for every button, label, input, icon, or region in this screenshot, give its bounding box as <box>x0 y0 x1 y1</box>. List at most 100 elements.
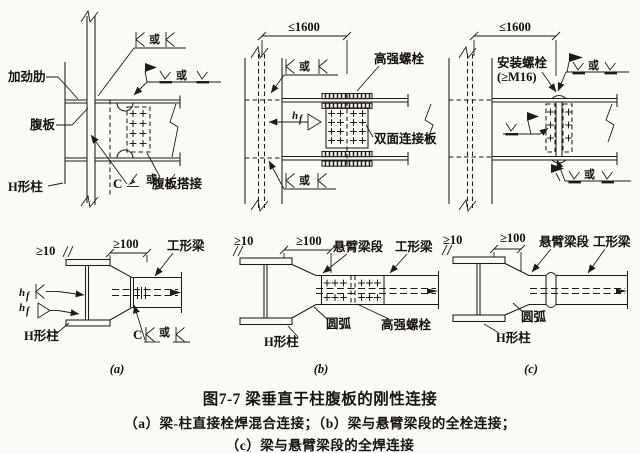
web-lap-label: 腹板搭接 <box>152 176 203 191</box>
hf-label: h <box>19 287 25 299</box>
or-label: 或 <box>299 173 310 187</box>
dim-1600-label: ≤1600 <box>288 20 320 34</box>
leader-line <box>512 302 524 313</box>
flange-splice-plate <box>321 150 373 158</box>
panel-b-bottom-plan: ≥10 ≥100 悬臂梁段 工形梁 H形柱 圆弧 高强螺栓 (b) <box>232 234 440 376</box>
break-symbol <box>605 103 615 143</box>
beam-plan-structure <box>504 263 629 316</box>
min-100-label: ≥100 <box>500 231 526 245</box>
erection-plate <box>562 103 573 153</box>
column-plan-structure <box>65 258 111 327</box>
min-10-label: ≥10 <box>36 244 55 258</box>
break-symbol <box>424 103 434 143</box>
break-symbol <box>80 9 99 24</box>
weld-symbol-k-icon <box>175 326 185 343</box>
panel-a-bottom-plan: ≥10 ≥100 工形梁 h f h f H形柱 <box>19 237 205 376</box>
tick-marks <box>232 245 244 257</box>
hf-sub-label: f <box>299 114 304 125</box>
column-structure <box>244 45 283 213</box>
subpanel-c-label: (c) <box>524 362 538 376</box>
leader-line <box>55 322 70 335</box>
field-weld-flag-icon <box>527 112 539 121</box>
leader-line <box>531 248 552 273</box>
weld-note-groove <box>97 31 186 97</box>
beam-plan-structure <box>109 265 183 321</box>
cantilever-label: 悬臂梁段 <box>332 239 384 254</box>
weld-symbol-fillet-icon <box>601 170 615 184</box>
or-label: 或 <box>588 58 599 72</box>
hf-label: h <box>19 302 25 314</box>
subpanel-b-label: (b) <box>314 362 329 376</box>
panel-c-bottom-plan: ≥10 ≥100 悬臂梁段 工形梁 圆弧 H形柱 (c) <box>441 231 631 376</box>
weld-bead <box>551 94 567 99</box>
weld-symbol-fillet-icon <box>505 122 519 136</box>
weld-symbol-k-icon <box>285 172 295 189</box>
continuation-arrow-icon <box>427 288 438 294</box>
column-plan-structure <box>452 256 506 323</box>
leader-line <box>483 323 500 334</box>
bolt-symbols <box>323 279 382 302</box>
web-label: 腹板 <box>30 117 56 132</box>
web-lap-plate <box>126 106 151 153</box>
break-symbol <box>458 198 477 213</box>
field-weld-flag-icon <box>551 164 564 173</box>
stiffener-label: 加劲肋 <box>7 69 46 84</box>
leader-line <box>146 152 161 178</box>
subpanel-a-label: (a) <box>110 362 125 376</box>
beam-plan-structure <box>291 264 440 319</box>
continuation-arrow-icon <box>616 288 627 294</box>
cantilever-label: 悬臂梁段 <box>538 234 590 249</box>
install-bolt-size-label: (≥M16) <box>497 70 536 84</box>
weld-note-top <box>270 58 338 94</box>
hf-sub-label: f <box>26 306 31 317</box>
h-column-label: H形柱 <box>24 328 59 343</box>
install-bolt-label: 安装螺栓 <box>497 55 548 70</box>
break-symbol <box>250 198 269 213</box>
leader-line <box>47 182 64 187</box>
leader-line <box>365 124 374 138</box>
high-strength-bolt-label: 高强螺栓 <box>381 317 432 332</box>
high-strength-bolt-label: 高强螺栓 <box>374 51 425 66</box>
beam-structure <box>282 92 434 167</box>
leader-line <box>587 248 606 274</box>
or-label: 或 <box>584 167 595 181</box>
weld-symbol-fillet-icon <box>572 61 586 75</box>
or-label: 或 <box>299 59 310 73</box>
weld-note-bottom-right <box>551 159 631 184</box>
flange-splice-plate <box>321 92 373 100</box>
dimension-100 <box>489 244 526 272</box>
or-label: 或 <box>149 32 160 46</box>
double-side-plate-label: 双面连接板 <box>373 131 437 146</box>
weld-note-mid-left <box>503 112 549 136</box>
c-mark-label: C <box>113 176 122 191</box>
panel-a-top-elevation: 或 或 C 或 加劲肋 腹板 H形柱 腹板搭接 <box>7 9 221 209</box>
bolt-symbols <box>129 109 147 148</box>
bolt-symbols <box>546 108 573 142</box>
weld-symbol-k-icon <box>318 58 328 75</box>
break-symbol <box>250 45 269 60</box>
column-structure <box>448 45 493 213</box>
figure-caption-title: 图7-7 梁垂直于柱腹板的刚性连接 <box>202 391 438 408</box>
min-10-label: ≥10 <box>234 234 253 248</box>
break-symbol <box>169 103 179 158</box>
continuation-arrow-icon <box>170 289 181 296</box>
weld-note-c-group <box>90 134 178 187</box>
hf-sub-label: f <box>26 291 31 302</box>
leader-line <box>356 65 380 92</box>
weld-symbol-arrow-icon <box>126 173 140 187</box>
leader-line <box>322 253 348 274</box>
beam-structure <box>95 95 181 166</box>
column-structure <box>64 9 111 209</box>
tick-marks <box>441 244 453 256</box>
tick-marks <box>62 245 74 258</box>
break-symbol <box>80 194 99 209</box>
c-mark-label: C <box>133 327 142 342</box>
weld-symbol-fillet-icon <box>159 70 173 84</box>
h-column-label: H形柱 <box>264 334 299 349</box>
flange-splice-plate <box>321 160 373 167</box>
figure-caption-line3: （c）梁与悬臂梁段的全焊连接 <box>225 438 415 453</box>
weld-note-hf <box>268 113 322 131</box>
leader-line <box>287 325 299 338</box>
hf-label: h <box>292 110 298 122</box>
